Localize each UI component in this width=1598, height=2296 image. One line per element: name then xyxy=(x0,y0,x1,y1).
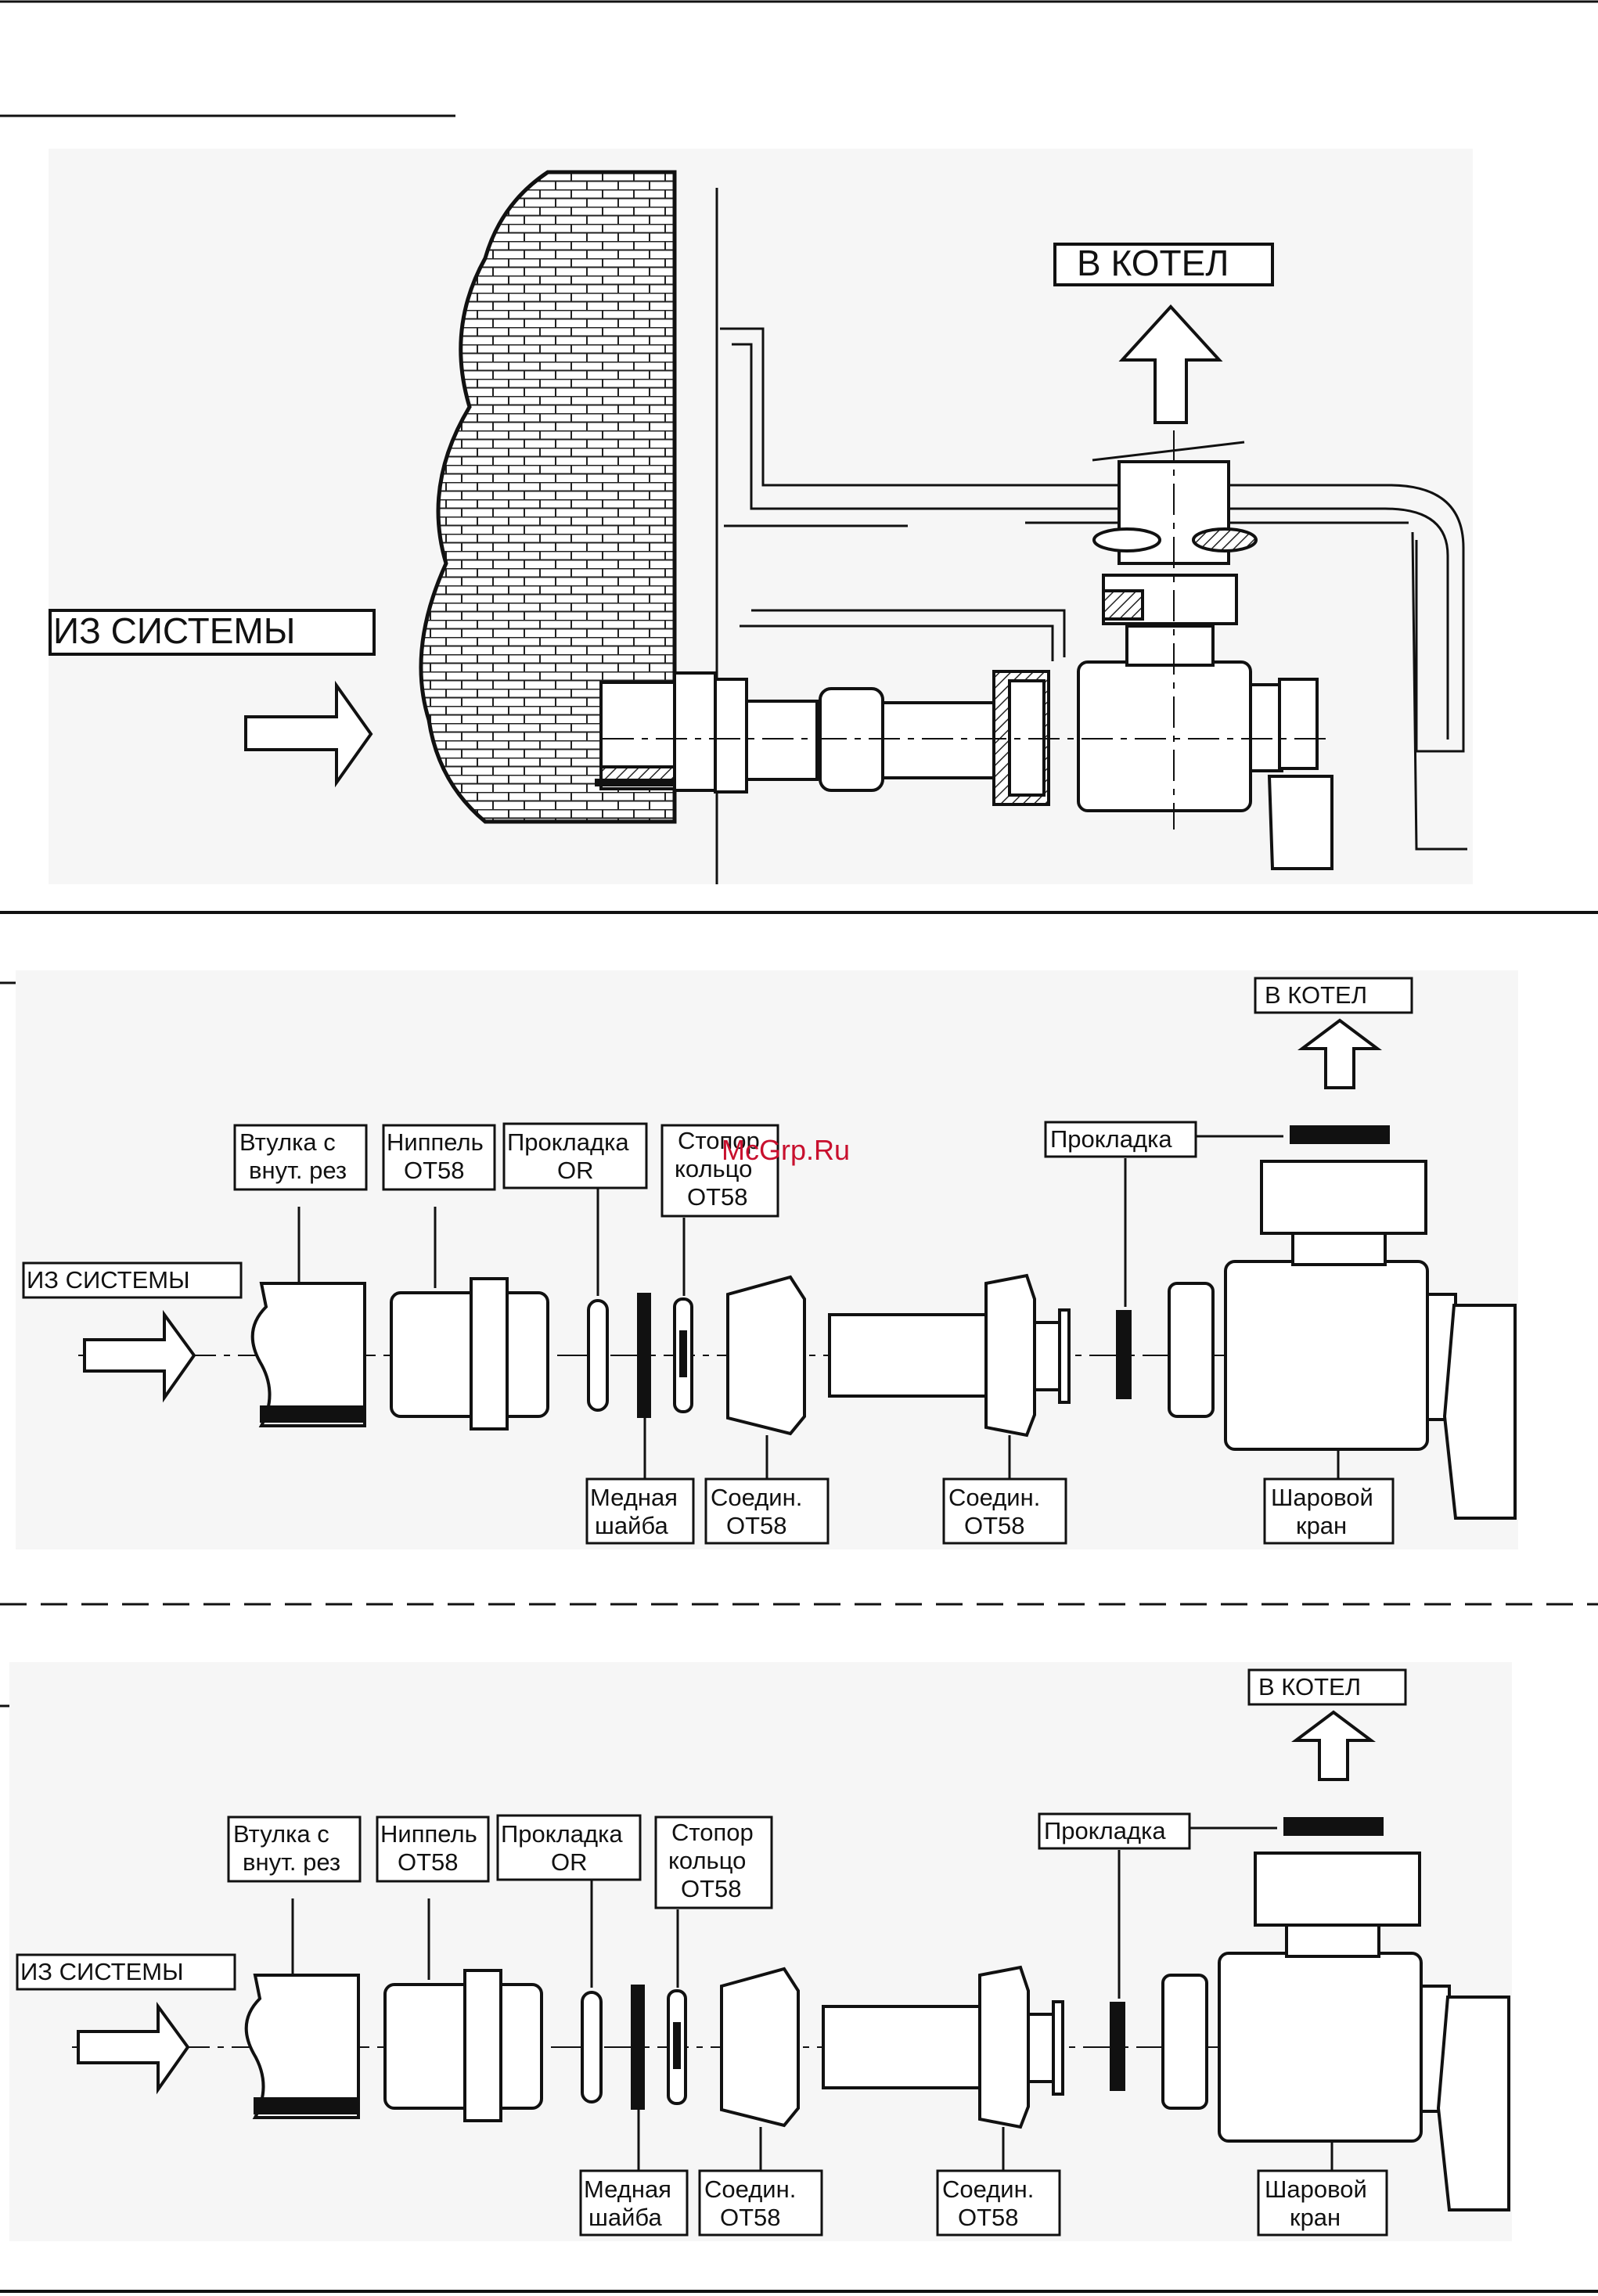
d2-from-system-label: ИЗ СИСТЕМЫ xyxy=(27,1266,190,1294)
d1-to-boiler-label: В КОТЕЛ xyxy=(1077,243,1229,283)
d2-to-boiler-label: В КОТЕЛ xyxy=(1265,981,1367,1009)
d1-from-system-label: ИЗ СИСТЕМЫ xyxy=(53,610,295,651)
watermark: McGrp.Ru xyxy=(722,1134,850,1166)
d2-gasket-label: Прокладка xyxy=(1050,1125,1172,1153)
d3-gasket-label: Прокладка xyxy=(1044,1817,1166,1844)
diagram-exploded-2 xyxy=(9,1662,1512,2241)
d3-from-system-label: ИЗ СИСТЕМЫ xyxy=(20,1958,184,1985)
d3-to-boiler-label: В КОТЕЛ xyxy=(1258,1673,1361,1700)
diagram-exploded-1 xyxy=(16,970,1518,1549)
diagram-installed xyxy=(49,149,1473,884)
